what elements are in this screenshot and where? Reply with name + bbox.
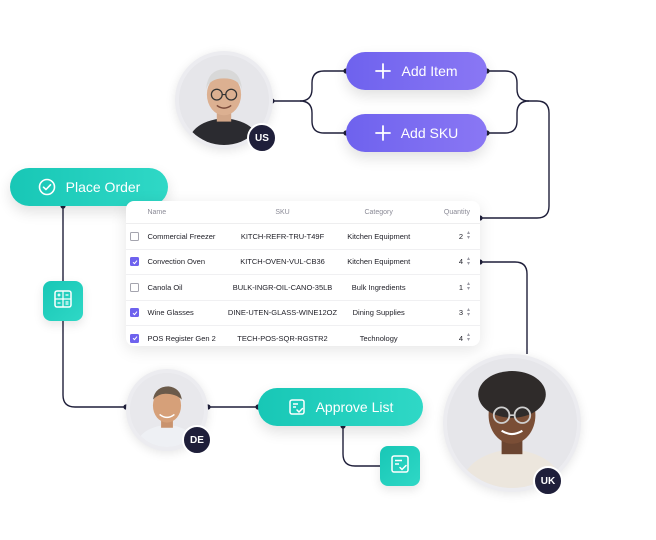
add-item-button[interactable]: Add Item bbox=[346, 52, 487, 90]
table-row[interactable]: POS Register Gen 2 TECH-POS-SQR-RGSTR2 Tec… bbox=[126, 326, 480, 346]
calculator-icon-tile bbox=[43, 281, 83, 321]
cell-category: Kitchen Equipment bbox=[347, 257, 411, 267]
cell-quantity: 4 bbox=[458, 333, 463, 343]
row-checkbox[interactable] bbox=[130, 308, 139, 318]
cell-quantity: 4 bbox=[458, 257, 463, 267]
avatar-us: US bbox=[175, 51, 277, 153]
cell-sku: BULK-INGR-OIL-CANO-35LB bbox=[232, 282, 333, 292]
row-checkbox[interactable] bbox=[130, 282, 139, 292]
badge-uk: UK bbox=[533, 466, 563, 496]
quantity-stepper[interactable]: 1▴▾ bbox=[418, 281, 480, 293]
cell-sku: DINE-UTEN-GLASS-WINE12OZ bbox=[227, 308, 338, 318]
add-item-label: Add Item bbox=[401, 63, 458, 79]
checklist-icon-tile bbox=[380, 446, 420, 486]
row-checkbox[interactable] bbox=[130, 257, 139, 267]
checklist-icon bbox=[390, 454, 410, 479]
cell-name: Canola Oil bbox=[147, 282, 183, 292]
checklist-icon bbox=[288, 398, 306, 416]
cell-category: Kitchen Equipment bbox=[347, 231, 411, 241]
cell-sku: KITCH-REFR-TRU-T49F bbox=[240, 231, 325, 241]
stepper-arrows-icon[interactable]: ▴▾ bbox=[466, 332, 470, 344]
avatar-uk: UK bbox=[443, 354, 581, 496]
row-checkbox[interactable] bbox=[130, 333, 139, 343]
approve-list-button[interactable]: Approve List bbox=[258, 388, 423, 426]
place-order-label: Place Order bbox=[65, 179, 141, 195]
table-row[interactable]: Wine Glasses DINE-UTEN-GLASS-WINE12OZ Dini… bbox=[126, 301, 480, 326]
badge-de: DE bbox=[182, 425, 212, 455]
cell-sku: TECH-POS-SQR-RGSTR2 bbox=[237, 333, 328, 343]
header-sku: SKU bbox=[275, 208, 290, 216]
cell-quantity: 3 bbox=[458, 308, 463, 318]
avatar-de: DE bbox=[126, 369, 212, 455]
cell-name: Wine Glasses bbox=[147, 308, 194, 318]
quantity-stepper[interactable]: 3▴▾ bbox=[418, 306, 480, 318]
cell-quantity: 1 bbox=[458, 282, 463, 292]
stepper-arrows-icon[interactable]: ▴▾ bbox=[466, 306, 470, 318]
add-sku-label: Add SKU bbox=[400, 125, 459, 141]
add-sku-button[interactable]: Add SKU bbox=[346, 114, 487, 152]
badge-us: US bbox=[247, 123, 277, 153]
person-uk-icon bbox=[447, 358, 577, 488]
table-row[interactable]: Convection Oven KITCH-OVEN-VUL-CB36 Kitche… bbox=[126, 250, 480, 275]
calculator-icon bbox=[53, 289, 73, 314]
quantity-stepper[interactable]: 2▴▾ bbox=[418, 230, 480, 242]
cell-sku: KITCH-OVEN-VUL-CB36 bbox=[240, 257, 325, 267]
table-header: Name SKU Category Quantity bbox=[126, 201, 480, 224]
stepper-arrows-icon[interactable]: ▴▾ bbox=[466, 255, 470, 267]
cell-category: Dining Supplies bbox=[352, 308, 405, 318]
header-quantity: Quantity bbox=[443, 208, 470, 216]
place-order-button[interactable]: Place Order bbox=[10, 168, 168, 206]
header-category: Category bbox=[364, 208, 393, 216]
quantity-stepper[interactable]: 4▴▾ bbox=[418, 255, 480, 267]
stepper-arrows-icon[interactable]: ▴▾ bbox=[466, 281, 470, 293]
cell-quantity: 2 bbox=[458, 231, 463, 241]
cell-name: POS Register Gen 2 bbox=[147, 333, 216, 343]
plus-icon bbox=[374, 125, 391, 141]
cell-name: Commercial Freezer bbox=[147, 231, 216, 241]
stepper-arrows-icon[interactable]: ▴▾ bbox=[466, 230, 470, 242]
cell-name: Convection Oven bbox=[147, 257, 206, 267]
quantity-stepper[interactable]: 4▴▾ bbox=[418, 332, 480, 344]
table-row[interactable]: Canola Oil BULK-INGR-OIL-CANO-35LB Bulk In… bbox=[126, 275, 480, 301]
approve-list-label: Approve List bbox=[315, 399, 394, 415]
check-circle-icon bbox=[38, 178, 56, 196]
cell-category: Technology bbox=[359, 333, 398, 343]
cell-category: Bulk Ingredients bbox=[351, 282, 406, 292]
table-row[interactable]: Commercial Freezer KITCH-REFR-TRU-T49F Kit… bbox=[126, 224, 480, 250]
header-name: Name bbox=[147, 208, 167, 216]
plus-icon bbox=[375, 63, 392, 79]
row-checkbox[interactable] bbox=[130, 231, 139, 241]
order-table: Name SKU Category Quantity Commercial Fr… bbox=[126, 201, 480, 346]
